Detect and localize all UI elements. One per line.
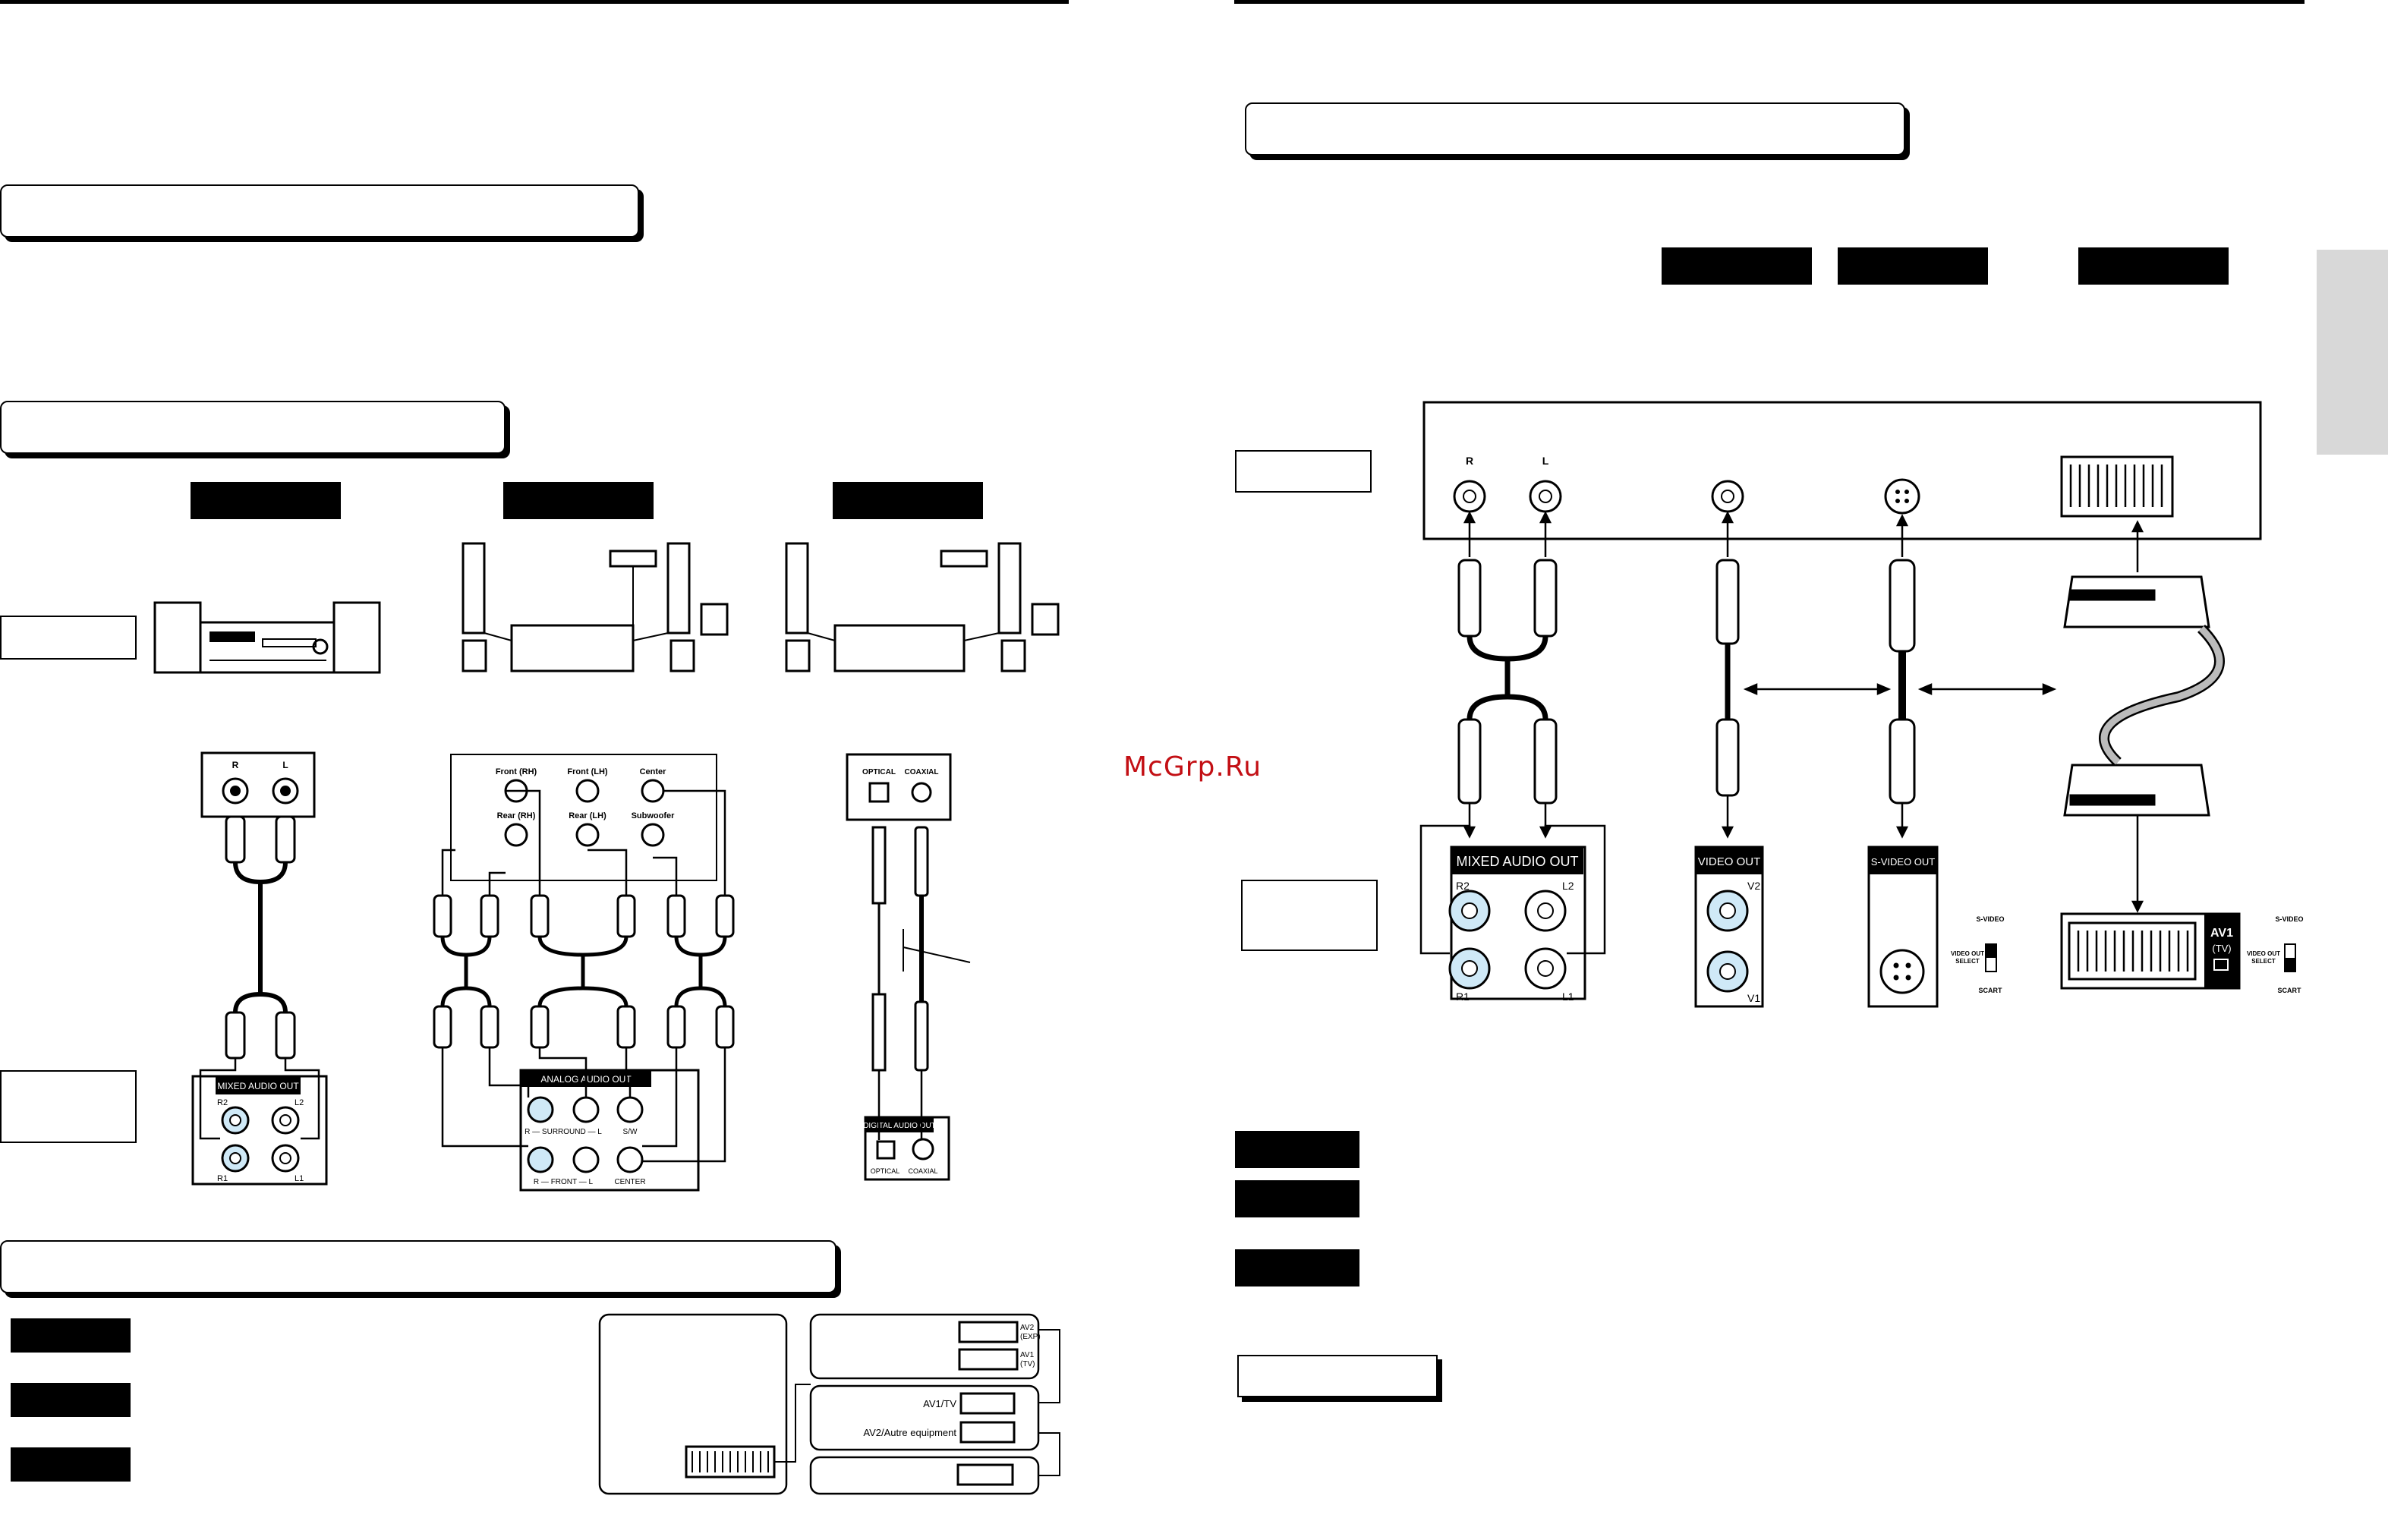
stereo-mixed-r2: R2 [217, 1098, 228, 1107]
watermark: McGrp.Ru [1123, 751, 1262, 783]
video-tab-1 [1662, 247, 1812, 285]
surround-system-illustration-1 [462, 542, 729, 672]
video-out-title: VIDEO OUT [1698, 855, 1761, 868]
digital-out-title: DIGITAL AUDIO OUT [863, 1122, 936, 1130]
note-tab-6 [1235, 1249, 1359, 1286]
section-banner-2 [0, 401, 506, 454]
switch2-bottom: SCART [2278, 987, 2302, 994]
digital-out-optical: OPTICAL [871, 1167, 900, 1175]
note-tab-3 [11, 1447, 131, 1482]
stereo-mixed-out-title: MIXED AUDIO OUT [217, 1081, 299, 1091]
switch1-label2: SELECT [1955, 958, 1980, 965]
svideo-out-title: S-VIDEO OUT [1871, 856, 1936, 868]
stereo-mixed-l1: L1 [295, 1174, 304, 1183]
side-thumb-tab [2317, 250, 2388, 455]
panel-center: Center [640, 767, 667, 776]
label-box-tv [1235, 450, 1372, 493]
scart-connection-diagram: AV2 (EXP) AV1 (TV) AV1/TV AV2/Autre equi… [598, 1313, 1060, 1495]
av1-tv-label: (TV) [2212, 943, 2231, 954]
video-tab-3 [2078, 247, 2229, 285]
note-tab-2 [11, 1383, 131, 1417]
av1-label: AV1 [2210, 927, 2233, 940]
analog-out-center: CENTER [614, 1178, 645, 1186]
panel-rear-lh: Rear (LH) [569, 811, 606, 820]
device-tab-stereo [191, 482, 341, 519]
surround-connection-diagram: Front (RH) Front (LH) Center Rear (RH) R… [433, 754, 735, 1192]
stereo-mixed-r1: R1 [217, 1174, 228, 1183]
top-rule-left [0, 0, 1069, 4]
video-connection-diagram: R L [1419, 401, 2304, 1008]
section-banner-4 [1245, 102, 1905, 156]
top-rule-right [1234, 0, 2305, 4]
analog-out-sw: S/W [623, 1128, 638, 1136]
stereo-panel-l: L [282, 760, 288, 770]
stereo-panel-r: R [232, 760, 239, 770]
switch1-label1: VIDEO OUT [1951, 950, 1984, 957]
video-mixed-l1: L1 [1562, 990, 1574, 1003]
note-tab-5 [1235, 1180, 1359, 1217]
stereo-system-illustration [153, 601, 381, 674]
panel-subwoofer: Subwoofer [632, 811, 676, 820]
video-mixed-r1: R1 [1456, 990, 1470, 1003]
label-box-dvd [1241, 880, 1378, 951]
digital-panel-optical: OPTICAL [862, 768, 896, 776]
switch2-label2: SELECT [2251, 958, 2276, 965]
note-box-outline [1237, 1355, 1438, 1397]
stereo-connection-diagram: R L MIXED AUDIO OUT R2 L2 R1 L1 [191, 751, 328, 1186]
panel-front-rh: Front (RH) [496, 767, 537, 776]
section-banner-1 [0, 184, 639, 238]
note-tab-4 [1235, 1131, 1359, 1168]
digital-out-coaxial: COAXIAL [908, 1167, 937, 1175]
switch2-label1: VIDEO OUT [2247, 950, 2280, 957]
scart-av1: AV1 [1020, 1351, 1035, 1359]
video-mixed-l2: L2 [1562, 880, 1574, 892]
scart-av2-other: AV2/Autre equipment [863, 1427, 956, 1438]
scart-av2: AV2 [1020, 1324, 1035, 1332]
panel-rear-rh: Rear (RH) [497, 811, 536, 820]
switch1-bottom: SCART [1979, 987, 2003, 994]
tv-panel-l: L [1542, 455, 1549, 467]
switch2-top: S-VIDEO [2275, 915, 2303, 923]
digital-panel-coaxial: COAXIAL [905, 768, 939, 776]
label-box-dvd-player [0, 1070, 137, 1143]
panel-front-lh: Front (LH) [567, 767, 607, 776]
stereo-mixed-l2: L2 [295, 1098, 304, 1107]
video-mixed-r2: R2 [1456, 880, 1470, 892]
scart-tv: (TV) [1020, 1360, 1035, 1368]
scart-av1-tv: AV1/TV [923, 1398, 956, 1409]
video-out-v2: V2 [1747, 880, 1760, 892]
analog-out-surround: R — SURROUND — L [525, 1128, 602, 1136]
device-tab-digital [833, 482, 983, 519]
tv-panel-r: R [1466, 455, 1473, 467]
switch1-top: S-VIDEO [1976, 915, 2004, 923]
video-mixed-out-title: MIXED AUDIO OUT [1456, 854, 1578, 869]
video-out-v1: V1 [1747, 992, 1760, 1004]
label-box-equipment [0, 616, 137, 660]
video-tab-2 [1838, 247, 1988, 285]
analog-out-front: R — FRONT — L [534, 1178, 594, 1186]
scart-exp: (EXP) [1020, 1333, 1041, 1341]
device-tab-analog-surround [503, 482, 654, 519]
surround-system-illustration-2 [785, 542, 1060, 672]
digital-connection-diagram: OPTICAL COAXIAL DIGITAL AUDIO OUT OPTICA… [846, 753, 971, 1181]
note-tab-1 [11, 1318, 131, 1353]
section-banner-3 [0, 1240, 836, 1293]
